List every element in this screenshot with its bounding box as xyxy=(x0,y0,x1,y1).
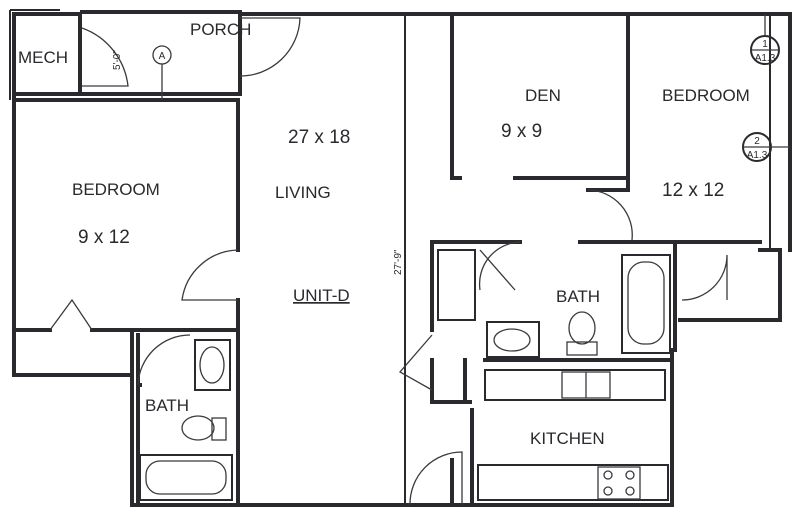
rear-door xyxy=(409,451,463,506)
den-door xyxy=(587,189,633,241)
svg-text:A1.3: A1.3 xyxy=(755,53,776,64)
porch-marker: A xyxy=(152,45,172,100)
exterior-walls xyxy=(9,9,792,507)
bedroom-left-label: BEDROOM xyxy=(72,180,160,199)
porch-door xyxy=(81,27,129,87)
toilet-left xyxy=(181,415,215,441)
room-labels: MECH PORCH 5'-0" BEDROOM 9 x 12 BATH 27 … xyxy=(18,20,750,448)
bath-left-label: BATH xyxy=(145,396,189,415)
kitchen-counter-top xyxy=(484,369,666,401)
svg-text:A: A xyxy=(159,51,166,62)
kitchen-counter-bottom xyxy=(477,464,669,501)
svg-text:A1.3: A1.3 xyxy=(747,150,768,161)
entry-door xyxy=(239,17,301,77)
bedroom-right-label: BEDROOM xyxy=(662,86,750,105)
sink-center xyxy=(486,321,540,358)
section-marker-2: 2 A1.3 xyxy=(742,132,790,162)
interior-walls xyxy=(12,12,762,507)
den-label: DEN xyxy=(525,86,561,105)
doors xyxy=(49,17,728,506)
bath-center-label: BATH xyxy=(556,287,600,306)
svg-text:1: 1 xyxy=(762,39,768,50)
bedroom-left-door xyxy=(181,249,239,301)
living-label: LIVING xyxy=(275,183,331,202)
bedroom-right-closet-door xyxy=(681,254,728,301)
closet-center-door xyxy=(398,334,433,391)
porch-dimension: 5'-0" xyxy=(112,50,123,70)
living-size: 27 x 18 xyxy=(288,127,350,148)
mech-label: MECH xyxy=(18,48,68,67)
bath-left-door xyxy=(137,334,191,386)
sink-left xyxy=(194,339,231,391)
bedroom-right-size: 12 x 12 xyxy=(662,180,724,201)
porch-label: PORCH xyxy=(190,20,251,39)
range xyxy=(597,466,641,500)
bedroom-left-size: 9 x 12 xyxy=(78,227,130,248)
unit-label: UNIT-D xyxy=(293,286,350,305)
toilet-center xyxy=(568,311,596,345)
overall-dimension: 27'-9" xyxy=(393,249,404,275)
svg-text:2: 2 xyxy=(754,136,760,147)
fixtures xyxy=(139,254,671,501)
bathtub-left xyxy=(139,454,233,501)
kitchen-label: KITCHEN xyxy=(530,429,605,448)
closet-door xyxy=(49,298,93,331)
section-marker-1: 1 A1.3 xyxy=(750,14,780,65)
bath-center-door xyxy=(478,241,521,291)
bathtub-center xyxy=(621,254,671,354)
den-size: 9 x 9 xyxy=(501,121,542,142)
